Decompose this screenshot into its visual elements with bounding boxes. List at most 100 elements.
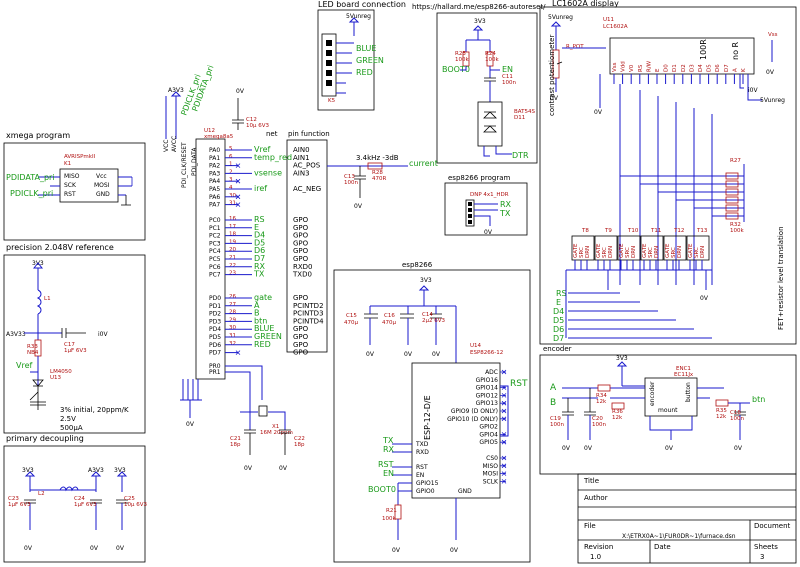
esp-pin-txd: TXD (415, 441, 429, 448)
enc-ref: ENC1 (676, 366, 691, 372)
esp-program-net-tx: TX (499, 209, 511, 218)
lcd-panel-nor: no R (731, 41, 740, 60)
fet-pin-label: GATE (665, 243, 671, 258)
lcd-pin-label: D7 (724, 64, 730, 72)
mcu-pin-num: 16 (229, 216, 236, 222)
ref-net-a3v33: A3V33 (6, 331, 26, 338)
sheets-value: 3 (760, 553, 764, 561)
lcd-io-label: i0V (748, 87, 758, 94)
enc-part: EC11Jx (674, 372, 694, 378)
mcu-pin-avcc: AVCC (171, 136, 178, 152)
c22-ref: C22 (294, 436, 305, 442)
mcu-gnd-x1-b: 0V (279, 465, 288, 472)
autoreset-net-en: EN (502, 65, 513, 74)
c24-ref: C24 (74, 496, 85, 502)
mcu-pin-pr0: PR0 (209, 363, 221, 370)
lcd-net-rs: RS (556, 289, 567, 298)
c12-value: 10µ 6V3 (246, 123, 270, 129)
lcd-gnd-pot: 0V (550, 95, 559, 102)
no-connect-mark (235, 194, 241, 200)
esp-program-net-rx: RX (500, 200, 512, 209)
decoup-rail-3v3-b: 3V3 (114, 467, 126, 474)
fet-pin-label: DRN (677, 246, 683, 258)
contrast-label: contrast potentiometer (548, 35, 556, 116)
enc-net-b: B (550, 398, 556, 408)
lcd-pin-label: D2 (681, 64, 687, 72)
esp-right-pin: CS0 (486, 455, 498, 462)
mcu-pin-num: 31 (229, 333, 236, 339)
mcu-pin-num: 32 (229, 341, 236, 347)
no-connect-mark (500, 369, 507, 375)
lcd-gnd-right: 0V (766, 69, 775, 76)
ref-io-label: i0V (98, 331, 108, 338)
enc-gnd-4: 0V (734, 445, 743, 452)
led-connector-ref: K5 (328, 98, 336, 104)
no-connect-mark (500, 400, 507, 406)
file-label: File (584, 522, 596, 530)
pin-function-pc7: TXD0 (292, 271, 312, 279)
diode-pair-d11 (477, 101, 503, 147)
pullup-resistor (725, 204, 739, 212)
mcu-net-label: E (254, 223, 259, 232)
avrisp-ref: AVRISPmkII (64, 154, 96, 160)
esp-gnd-c14: 0V (432, 351, 441, 358)
section-title-xmega-program: xmega program (6, 131, 70, 140)
avrisp-pin-sck: SCK (64, 182, 77, 189)
pin-function-pa1: AIN1 (293, 154, 310, 162)
inductor-l2 (59, 486, 79, 492)
section-title-esp8266: esp8266 (402, 261, 433, 269)
esp-net-en: EN (383, 469, 394, 478)
resistor-r36 (611, 402, 625, 410)
c25-value: 10µ 6V3 (124, 502, 148, 508)
pin-function-pd4: GPO (293, 325, 309, 333)
enc-net-btn: btn (752, 395, 765, 404)
mcu-pin-num: 29 (229, 317, 236, 323)
mcu-gnd-top: 0V (236, 88, 245, 95)
section-title-autoreset: https://hallard.me/esp8266-autoreset/ (412, 3, 546, 11)
esp-program-header: DNP 4x1_HDR RX TX 0V (465, 192, 512, 236)
enc-net-a: A (550, 383, 557, 393)
no-connect-mark (235, 202, 241, 207)
encoder-circuit: 3V3 ENC1 EC11Jx encoder mount button R34… (550, 355, 765, 452)
fet-gate-bus (566, 269, 712, 290)
lcd-pin-label: Vdd (621, 61, 627, 72)
mcu-pin-num: 5 (229, 146, 233, 152)
c17-ref: C17 (64, 342, 75, 348)
avrisp-designator: K1 (64, 161, 71, 167)
l1-ref: L1 (44, 296, 51, 302)
l2-ref: L2 (38, 491, 45, 497)
resistor-r28 (367, 162, 383, 170)
fet-body (640, 235, 664, 261)
led-net-blue: BLUE (356, 44, 376, 53)
esp-program-ref: DNP 4x1_HDR (470, 192, 509, 198)
enc-body-mount: mount (658, 407, 678, 414)
mcu-pin-num: 30 (229, 193, 236, 199)
lcd-pin-label: V0 (629, 64, 635, 72)
c23-ref: C23 (8, 496, 19, 502)
mcu-pin-num: 17 (229, 224, 236, 230)
mcu-net-label: iref (254, 184, 267, 193)
mcu-pin-pa3: PA3 (209, 170, 220, 177)
mcu-net-label: A (254, 301, 260, 310)
esp-right-pin: GPIO14 (476, 385, 499, 392)
r24-ref: R24 (485, 51, 496, 57)
net-pdidata-pri: PDIDATA_pri (6, 173, 55, 182)
document-label: Document (754, 522, 791, 530)
section-title-reference: precision 2.048V reference (6, 243, 114, 252)
mcu-pin-pc2: PC2 (209, 233, 221, 240)
mcu-pin-num: 30 (229, 325, 236, 331)
mcu-pin-num: 22 (229, 263, 236, 269)
r35-value: 12k (716, 414, 727, 420)
c18-ref: C18 (730, 410, 741, 416)
fet-ref: T12 (673, 228, 684, 234)
fet-pin-label: SRC (579, 247, 585, 258)
pin-function-pd2: PCINTD3 (293, 310, 324, 318)
r23-value: 100k (455, 57, 469, 63)
revision-label: Revision (584, 543, 613, 551)
c20-ref: C20 (592, 416, 603, 422)
lcd-net-d4: D4 (553, 307, 564, 316)
reference-circuit: 3V3 L1 A3V33 C17 1µF 6V3 i0V R33 NB4 Vre… (6, 260, 129, 432)
u13-ref: U13 (50, 375, 62, 381)
